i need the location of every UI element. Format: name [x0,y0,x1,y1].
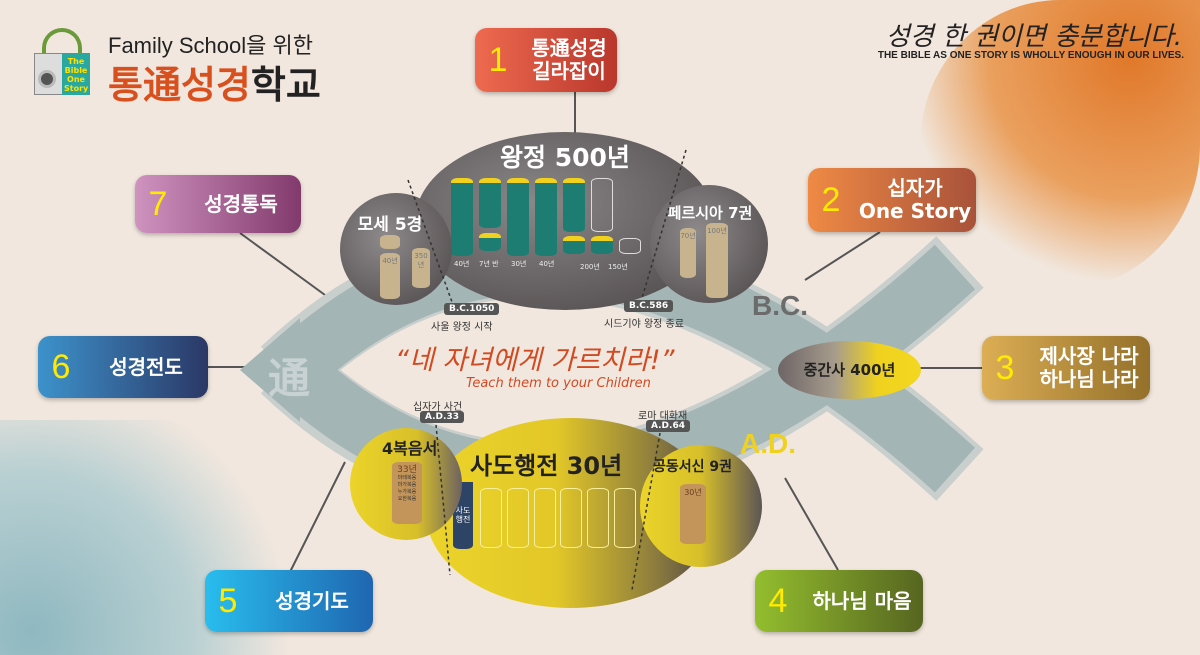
box-6-bible-evangelism[interactable]: 6 성경전도 [38,336,208,398]
moses-title: 모세 5경 [357,215,423,235]
cylinder [563,236,585,254]
epistles-title: 공동서신 9권 [653,459,733,475]
box-7-bible-reading[interactable]: 7 성경통독 [135,175,301,233]
box-number: 7 [148,184,168,223]
box-label: 하나님 마음 [812,588,912,613]
box-4-gods-heart[interactable]: 4 하나님 마음 [755,570,923,632]
orange-watercolor [920,0,1200,290]
connector-5 [289,461,346,573]
connector-4 [784,477,839,571]
header-title: 통通성경학교 [108,54,321,109]
box-label: 성경통독 [204,191,278,216]
box-number: 5 [218,581,238,620]
header-subtitle: Family School을 위한 [108,33,313,58]
persia-title: 페르시아 7권 [667,204,753,222]
cylinder [560,488,582,548]
year-label: 30년 [511,260,527,268]
cylinder [534,488,556,548]
year-label: 150년 [608,263,628,271]
cylinder [507,178,529,256]
moses-cylinder-40: 40년 [380,253,400,299]
box-label: 성경전도 [109,354,183,379]
event-tag-ad64: A.D.64 [646,420,690,432]
center-quote: “네 자녀에게 가르치라!” [395,345,675,376]
event-tag-bc1050: B.C.1050 [444,303,500,315]
year-label: 200년 [580,263,600,271]
kingdom-title: 왕정 500년 [500,143,630,172]
box-number: 4 [768,581,788,620]
cylinder [591,178,613,232]
slogan-english: THE BIBLE AS ONE STORY IS WHOLLY ENOUGH … [877,50,1184,61]
box-5-bible-prayer[interactable]: 5 성경기도 [205,570,373,632]
epistles-cylinder: 30년 [680,484,706,544]
event-label-rome-fire: 로마 대화재 [638,411,688,422]
box-number: 6 [51,347,71,386]
title-black: 학교 [250,63,321,107]
cylinder [591,236,613,254]
cylinder [507,488,529,548]
connector-2 [804,231,881,281]
box-label: 성경기도 [275,588,349,613]
box-number: 2 [821,180,841,219]
cylinder [380,235,400,249]
cylinder [614,488,636,548]
cylinder [587,488,609,548]
event-tag-ad33: A.D.33 [420,411,464,423]
box-number: 3 [995,348,1015,387]
fish-mark: 通 [268,354,311,403]
year-label: 40년 [454,260,470,268]
cylinder [563,178,585,232]
ad-label: A.D. [740,428,796,459]
cylinder [535,178,557,256]
intertestamental-oval [778,341,921,399]
event-label-zedekiah: 시드기야 왕정 종료 [604,319,684,330]
year-label: 7년 반 [479,260,499,268]
box-number: 1 [488,40,508,79]
cylinder [451,178,473,256]
event-tag-bc586: B.C.586 [624,300,674,312]
title-red: 통通성경 [108,63,251,107]
persia-cylinder-70: 70년 [680,228,696,278]
persia-cylinder-100: 100년 [706,223,728,298]
event-label-saul: 사울 왕정 시작 [431,322,493,333]
moses-cylinder-350: 350년 [412,248,430,288]
bc-label: B.C. [752,290,808,321]
connector-7 [239,232,326,296]
center-quote-english: Teach them to your Children [466,376,651,391]
gospels-years: 33년 [397,465,417,475]
intertestamental-label: 중간사 400년 [803,361,896,379]
cylinder [479,233,501,251]
connector-lines [208,92,982,573]
event-label-cross: 십자가 사건 [413,402,463,413]
fish-nose [240,318,300,422]
cylinder [480,488,502,548]
slogan-korean: 성경 한 권이면 충분합니다. [885,22,1182,52]
gospels-title: 4복음서 [382,439,438,458]
cylinder [619,238,641,254]
acts-title: 사도행전 30년 [470,452,623,480]
year-label: 40년 [539,260,555,268]
cylinder [479,178,501,228]
